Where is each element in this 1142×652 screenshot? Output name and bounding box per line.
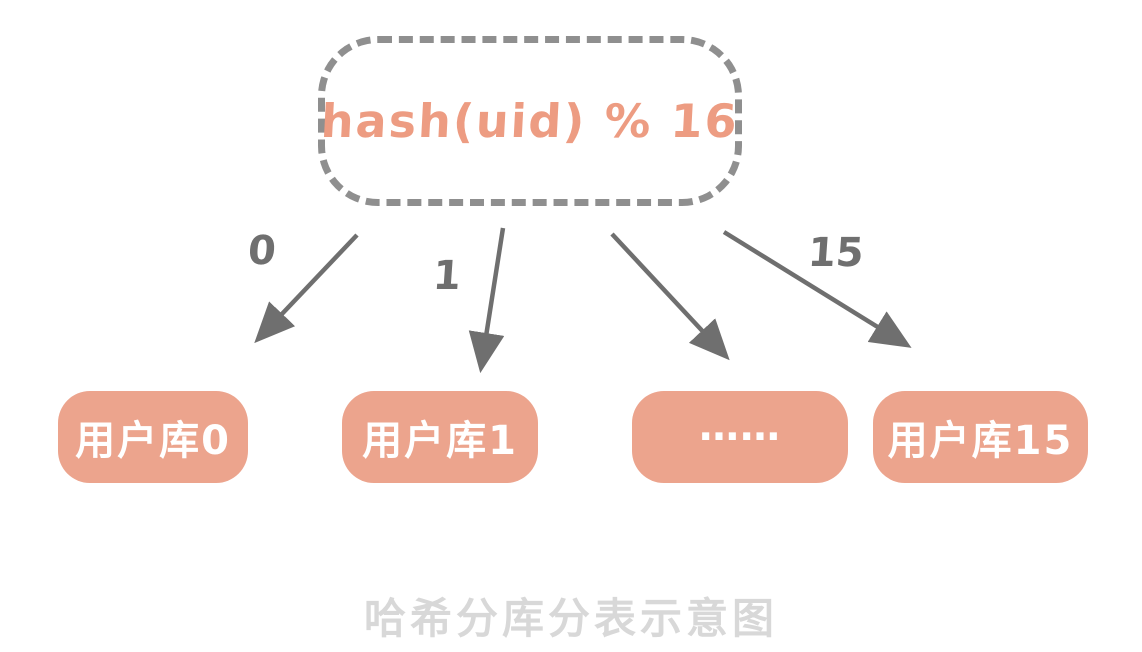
arrow-label-15: 15	[806, 230, 866, 276]
arrow-to-shard-1	[468, 227, 506, 374]
shard-box-user-db-0: 用户库0	[58, 391, 248, 483]
shard-box-user-db-1: 用户库1	[342, 391, 538, 483]
shard-box-ellipsis: ……	[632, 391, 848, 483]
arrow-label-1: 1	[431, 253, 463, 299]
hash-function-label: hash(uid) % 16	[319, 94, 741, 148]
shard-label: 用户库1	[362, 418, 518, 464]
shard-label: ……	[699, 404, 781, 450]
arrow-label-0: 0	[246, 228, 278, 274]
arrow-to-shard-2	[610, 232, 730, 361]
shard-label: 用户库0	[75, 418, 231, 464]
diagram-caption: 哈希分库分表示意图	[363, 594, 778, 643]
shard-box-user-db-15: 用户库15	[873, 391, 1088, 483]
hash-function-node: hash(uid) % 16	[318, 36, 742, 206]
shard-label: 用户库15	[887, 418, 1074, 464]
arrow-to-shard-0	[254, 233, 359, 344]
